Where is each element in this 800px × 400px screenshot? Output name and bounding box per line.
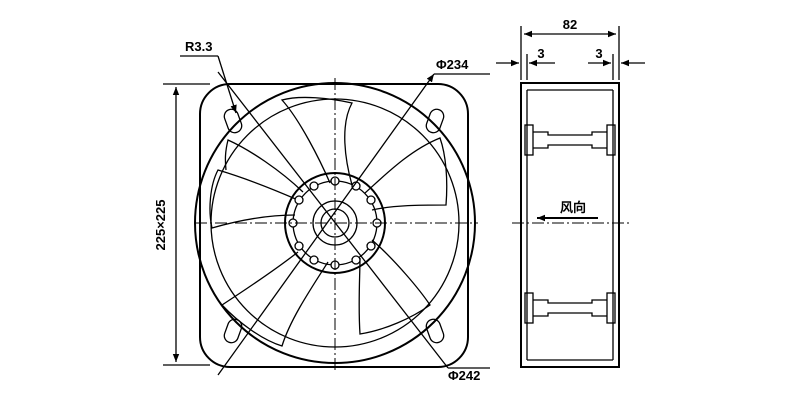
frame-size-dimension: 225×225 <box>153 83 210 366</box>
side-body-outline <box>520 82 620 368</box>
hub-bolts <box>288 176 382 270</box>
inner-diameter-label: Φ234 <box>436 57 469 72</box>
center-lines <box>195 78 478 372</box>
corner-radius-label: R3.3 <box>185 39 212 54</box>
side-view: 风向 82 3 3 <box>496 17 645 368</box>
airflow-label: 风向 <box>560 200 586 215</box>
mounting-holes <box>223 108 445 344</box>
corner-radius-leader <box>217 55 237 114</box>
top-bracket <box>524 124 616 156</box>
bottom-bracket <box>524 292 616 324</box>
outer-diameter-leader <box>217 71 449 369</box>
left-flange-label: 3 <box>537 46 544 61</box>
front-view: R3.3 Φ234 Φ242 225×225 <box>153 39 490 383</box>
depth-label: 82 <box>563 17 577 32</box>
fan-frame-outline <box>199 83 469 368</box>
inner-diameter-leader <box>217 73 435 376</box>
right-flange-label: 3 <box>595 46 602 61</box>
depth-dimension: 82 <box>520 17 620 80</box>
outer-diameter-label: Φ242 <box>448 368 480 383</box>
frame-size-label: 225×225 <box>153 200 168 251</box>
flange-dimensions: 3 3 <box>496 46 645 80</box>
